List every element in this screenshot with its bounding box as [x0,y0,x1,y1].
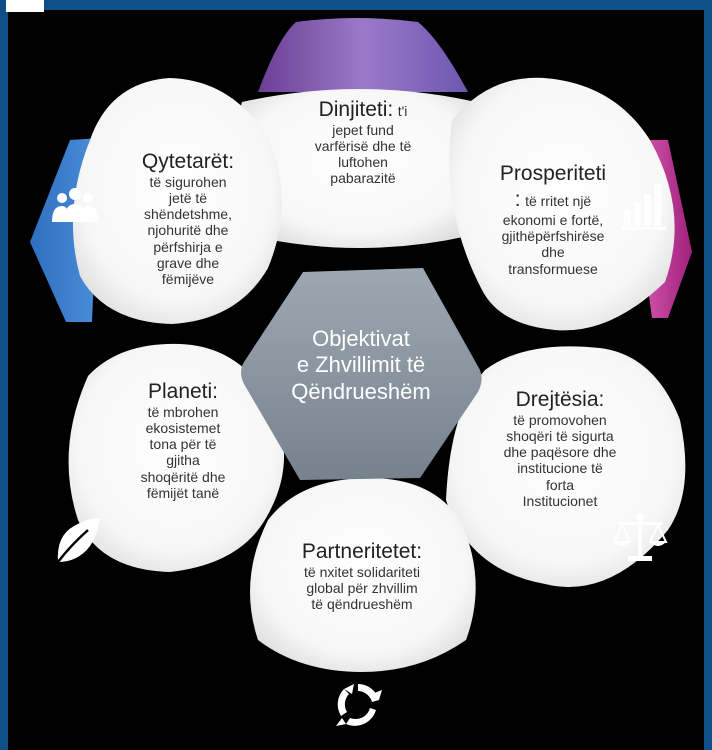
dinjiteti-line: varfërisë dhe të [314,138,412,155]
planeti-line: tona për të [149,436,217,453]
prosperiteti-petal [449,77,675,331]
prosperiteti-line: dhe [541,244,565,261]
drejtesia-title: Drejtësia: [515,388,605,411]
dinjiteti-line: jepet fund [332,122,394,139]
qytetaret-line: njohuritë dhe [147,222,229,239]
partneritetet-title: Partneritetet: [301,540,423,563]
center-title-line3: Qëndrueshëm [291,378,431,404]
qytetaret-text: Qytetarët: të sigurohen jetë të shëndets… [108,150,268,287]
drejtesia-line: forta [545,476,574,493]
center-title-line2: e Zhvillimit të [296,352,426,378]
recycle-arrows-icon [336,684,382,726]
planeti-text: Planeti: të mbrohen ekosistemet tona për… [108,380,258,501]
drejtesia-line: të promovohen [513,412,607,429]
qytetaret-line: grave dhe [156,254,220,271]
dinjiteti-inline: t'i [397,103,408,119]
qytetaret-line: përfshirja e [153,238,223,255]
drejtesia-text: Drejtësia: të promovohen shoqëri të sigu… [460,388,660,509]
prosperiteti-text: Prosperiteti : të rritet një ekonomi e f… [478,162,628,277]
drejtesia-line: shoqëri të sigurta [506,428,614,445]
prosperiteti-line: të rritet një [525,193,592,210]
prosperiteti-inline: : [514,188,521,212]
partneritetet-line: të nxitet solidariteti [304,564,420,581]
center-title-line1: Objektivat [312,326,410,351]
dinjiteti-color-tab [258,18,468,92]
drejtesia-line: Institucionet [522,492,598,509]
dinjiteti-text: Dinjiteti: t'i jepet fund varfërisë dhe … [268,98,458,187]
prosperiteti-title: Prosperiteti [499,162,607,185]
people-group-icon [52,188,98,222]
dinjiteti-petal [234,89,485,248]
dinjiteti-title: Dinjiteti: [318,98,394,121]
partneritetet-line: global për zhvillim [306,580,418,597]
qytetaret-line: të sigurohen [149,174,227,191]
partneritetet-text: Partneritetet: të nxitet solidariteti gl… [262,540,462,612]
right-frame-bar [704,0,712,750]
center-title: Objektivat e Zhvillimit të Qëndrueshëm [256,326,466,405]
partneritetet-petal [250,478,476,672]
prosperiteti-line: transformuese [508,260,598,277]
planeti-line: shoqëritë dhe [140,468,226,485]
center-hexagon [241,268,482,480]
planeti-title: Planeti: [147,380,219,403]
prosperiteti-line: gjithëpërfshirëse [501,228,605,245]
dinjiteti-line: luftohen [338,154,388,171]
top-frame-bar [0,0,712,10]
qytetaret-line: jetë të [168,190,208,207]
drejtesia-line: institucione të [517,460,603,477]
qytetaret-petal [72,78,283,324]
qytetaret-title: Qytetarët: [141,150,235,173]
prosperiteti-line: ekonomi e fortë, [502,212,604,229]
left-frame-bar [0,0,8,750]
planeti-line: të mbrohen [147,404,219,421]
qytetaret-line: shëndetshme, [144,206,232,223]
leaf-icon [57,518,100,563]
drejtesia-petal [446,346,686,587]
bar-chart-icon [622,184,666,230]
planeti-petal [68,343,285,572]
dinjiteti-line: pabarazitë [330,170,396,187]
partneritetet-line: të qëndrueshëm [311,596,413,613]
scales-icon [612,513,668,561]
qytetaret-line: fëmijëve [161,270,215,287]
drejtesia-line: dhe paqësore dhe [503,444,617,461]
planeti-line: fëmijët tanë [146,484,220,501]
corner-mark [0,0,44,12]
planeti-line: ekosistemet [145,420,221,437]
planeti-line: gjitha [166,452,200,469]
